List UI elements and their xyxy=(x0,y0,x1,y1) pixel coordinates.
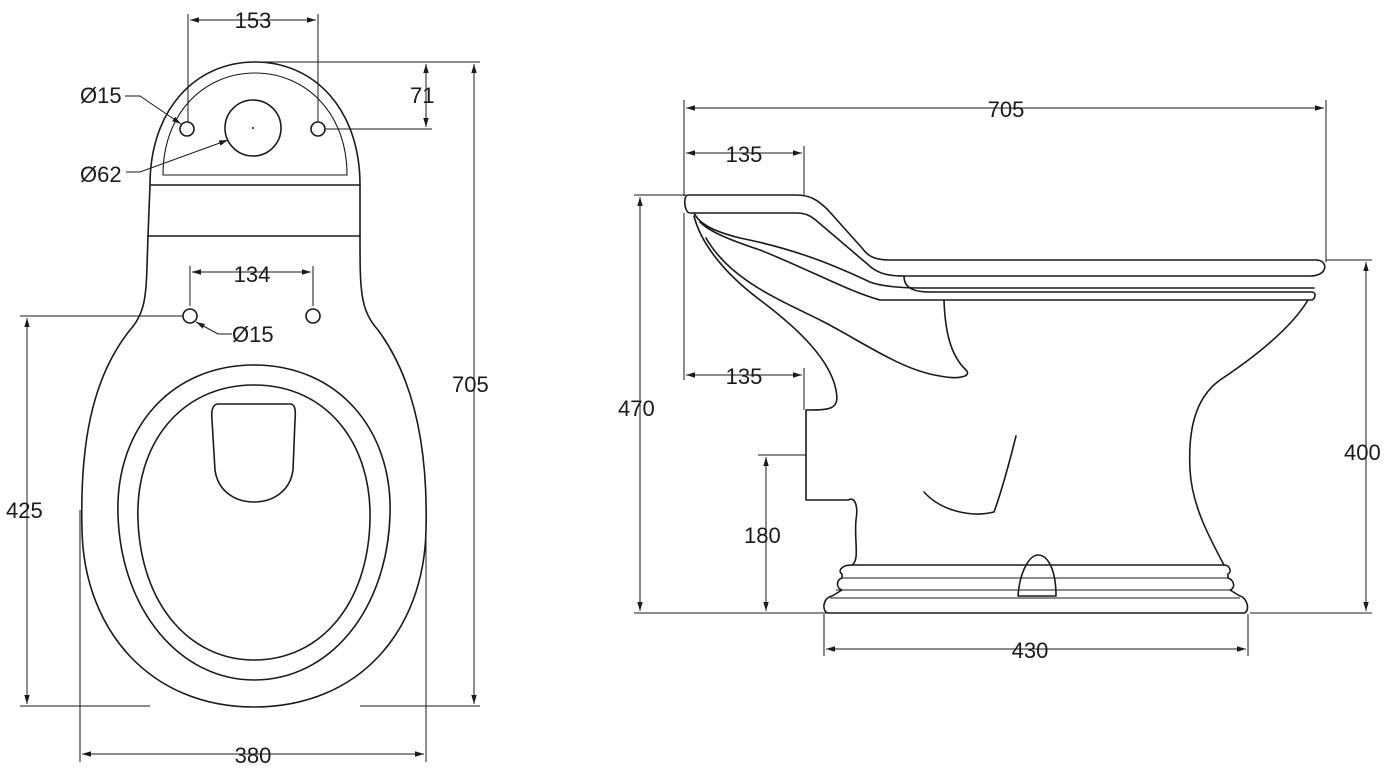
dia-outlet-label: Ø62 xyxy=(80,162,122,187)
bowl-inner xyxy=(137,384,371,661)
dim-134-label: 134 xyxy=(234,262,271,287)
leader-tank-hole xyxy=(125,95,182,125)
bowl-rim xyxy=(117,364,391,681)
rim-band-2 xyxy=(699,221,1316,301)
dim-380-label: 380 xyxy=(235,743,272,768)
dim-135-lower-label: 135 xyxy=(726,364,763,389)
bolt-cap xyxy=(1017,554,1057,597)
inner-bowl-line xyxy=(923,435,1017,515)
leader-seat-hole xyxy=(195,321,232,335)
pan-body-outline xyxy=(80,235,427,708)
seat-hole-right xyxy=(305,308,321,324)
seat-hole-left xyxy=(182,308,198,324)
dim-180-label: 180 xyxy=(744,523,781,548)
dim-470-label: 470 xyxy=(618,396,655,421)
outlet-center xyxy=(252,127,254,129)
leader-outlet xyxy=(126,139,229,173)
dim-425-label: 425 xyxy=(6,498,43,523)
base-plinth xyxy=(823,564,1249,614)
side-view: 705 135 135 470 180 400 430 xyxy=(618,97,1381,663)
outlet-circle xyxy=(224,99,282,157)
dim-71-label: 71 xyxy=(410,83,434,108)
top-view: 153 71 Ø15 Ø62 134 Ø15 705 425 380 xyxy=(6,8,489,768)
dim-135-top-label: 135 xyxy=(726,142,763,167)
tank-hole-right xyxy=(310,121,326,137)
dim-400-label: 400 xyxy=(1344,440,1381,465)
dia-seat-hole-label: Ø15 xyxy=(232,322,274,347)
tank-hole-left xyxy=(179,121,195,137)
front-body xyxy=(693,215,858,566)
trap-curve xyxy=(705,237,969,379)
seat-profile-top xyxy=(684,194,1326,277)
dia-tank-hole-label: Ø15 xyxy=(80,83,122,108)
rear-body xyxy=(1188,299,1309,566)
dim-430-label: 430 xyxy=(1012,638,1049,663)
rim-band-1 xyxy=(693,212,1315,289)
dim-153-label: 153 xyxy=(235,8,272,33)
tank-band xyxy=(147,184,361,237)
dim-705-top-view-label: 705 xyxy=(452,372,489,397)
tank-inner-outline xyxy=(162,72,348,176)
water-area xyxy=(210,403,297,503)
dim-705-side-label: 705 xyxy=(988,97,1025,122)
